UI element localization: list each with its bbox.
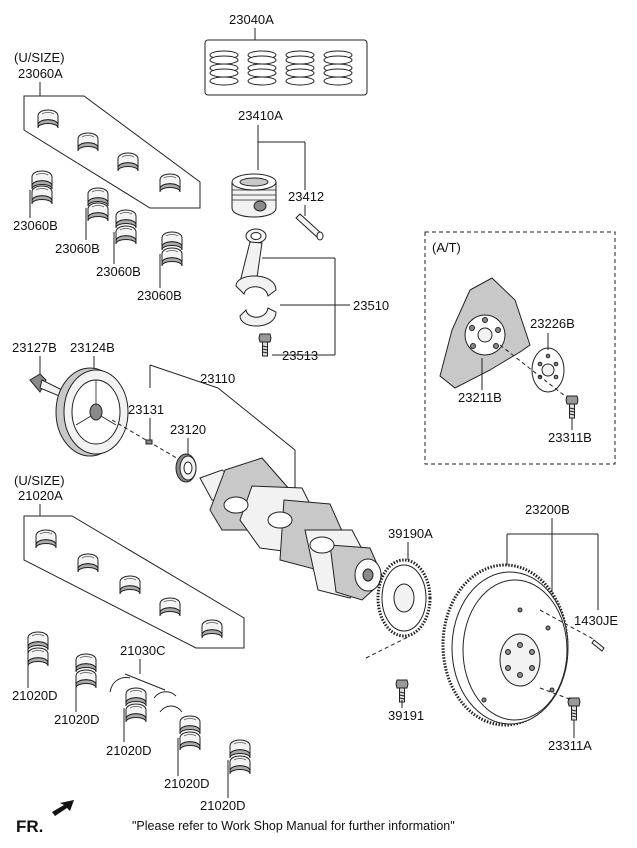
- upper-bearing-set: (U/SIZE) 23060A 23060B 23060B 23060B 230…: [13, 50, 201, 303]
- front-marker: FR.: [16, 817, 43, 836]
- main-bearing-set: (U/SIZE) 21020A 21020D 21020D 21020D 210…: [12, 473, 251, 813]
- flywheel-bolt-label: 23311A: [548, 738, 592, 753]
- piston-ring-set: 23040A: [204, 12, 368, 96]
- lower-undersize-note: (U/SIZE): [14, 473, 65, 488]
- main-bearing-5-label: 21020D: [200, 798, 246, 813]
- damper-pulley-label: 23124B: [70, 340, 115, 355]
- main-bearing-set-label: 21020A: [18, 488, 63, 503]
- main-bearing-4-label: 21020D: [164, 776, 210, 791]
- piston-pin-label: 23412: [288, 189, 324, 204]
- upper-bearing-4-label: 23060B: [137, 288, 182, 303]
- upper-bearing-2-label: 23060B: [55, 241, 100, 256]
- rod-bolt-label: 23513: [282, 348, 318, 363]
- main-bearing-3-label: 21020D: [106, 743, 152, 758]
- sprocket-label: 23120: [170, 422, 206, 437]
- damper-bolt-label: 23127B: [12, 340, 57, 355]
- front-arrow-icon: [52, 800, 74, 816]
- dowel-pin-label: 1430JE: [574, 613, 618, 628]
- main-bearing-1-label: 21020D: [12, 688, 58, 703]
- drive-plate-adapter-label: 23226B: [530, 316, 575, 331]
- thrust-washer-label: 21030C: [120, 643, 166, 658]
- drive-plate-label: 23211B: [458, 390, 502, 405]
- piston-assy-label: 23410A: [238, 108, 283, 123]
- upper-undersize-note: (U/SIZE): [14, 50, 65, 65]
- at-note: (A/T): [432, 240, 461, 255]
- footer: FR. "Please refer to Work Shop Manual fo…: [16, 800, 455, 836]
- key-label: 23131: [128, 402, 164, 417]
- target-wheel-group: 39190A 39191: [365, 526, 433, 723]
- piston-assembly: 23410A 23412: [231, 108, 324, 241]
- main-bearing-2-label: 21020D: [54, 712, 100, 727]
- upper-bearing-3-label: 23060B: [96, 264, 141, 279]
- connecting-rod-label: 23510: [353, 298, 389, 313]
- drive-plate-bolt-label: 23311B: [548, 430, 592, 445]
- target-wheel-bolt-label: 39191: [388, 708, 424, 723]
- crankshaft-label: 23110: [200, 371, 235, 386]
- connecting-rod: 23510 23513: [235, 228, 389, 363]
- automatic-transmission-box: (A/T) 23226B 23211B 23311B: [424, 231, 616, 465]
- upper-bearing-set-label: 23060A: [18, 66, 63, 81]
- target-wheel-label: 39190A: [388, 526, 433, 541]
- footer-note: "Please refer to Work Shop Manual for fu…: [132, 819, 455, 833]
- piston-ring-set-label: 23040A: [229, 12, 274, 27]
- flywheel-group: 23200B 1430JE 23311A: [441, 502, 618, 753]
- crankshaft-group: 23110 23131 23120: [128, 364, 385, 601]
- flywheel-label: 23200B: [525, 502, 570, 517]
- upper-bearing-1-label: 23060B: [13, 218, 58, 233]
- damper-pulley-group: 23127B 23124B: [12, 340, 181, 461]
